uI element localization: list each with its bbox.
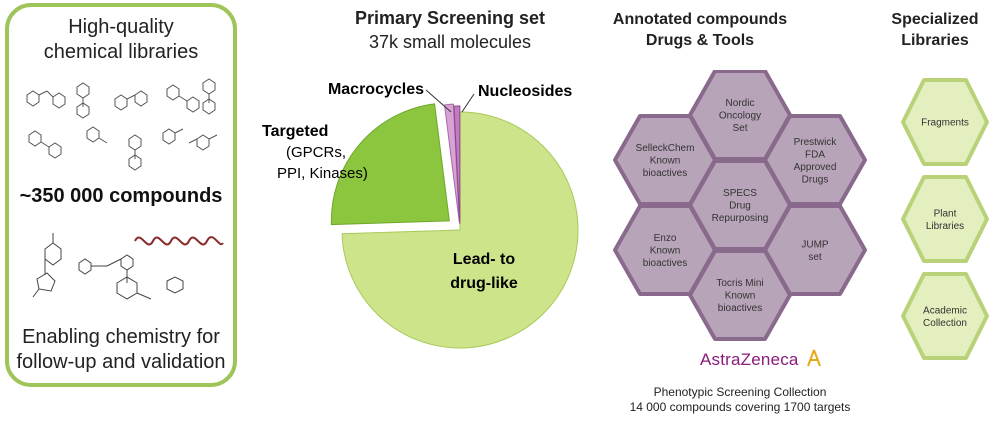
molecule-structures-top: [26, 78, 218, 171]
hexagon-specs-label-3: Repurposing: [712, 213, 769, 224]
hexagon-academic-label-1: Academic: [923, 305, 967, 316]
primary-screening-subtitle: 37k small molecules: [368, 32, 532, 52]
pie-slice-macrocycles: [443, 103, 460, 223]
molecule-6: [28, 130, 62, 159]
macrocycles-leader: [425, 89, 452, 113]
hexagon-selleck-label-2: Known: [650, 156, 681, 167]
panel-title-line1: High-quality: [68, 16, 174, 38]
molecule-3: [114, 90, 148, 111]
hexagon-fragments-label-1: Fragments: [921, 118, 969, 129]
hexagon-plant-label-1: Plant: [934, 208, 957, 219]
molecule-structures-bottom: [32, 233, 224, 300]
hexagon-plant-label-2: Libraries: [926, 221, 964, 232]
nucleoside-structure: [32, 233, 62, 298]
molecule-9: [162, 128, 184, 145]
primary-screening-title: Primary Screening set: [354, 8, 546, 28]
hexagon-plant: [901, 175, 989, 263]
compound-count: ~350 000 compounds: [19, 185, 223, 207]
hexagon-prestwick-label-1: Prestwick: [794, 137, 838, 148]
panel-title: High-quality chemical libraries: [9, 15, 233, 65]
hexagon-tocris-label-2: Known: [725, 291, 756, 302]
hexagon-prestwick-label-2: FDA: [805, 149, 825, 160]
label-targeted: Targeted: [262, 123, 328, 140]
pie-labels: Macrocycles Nucleosides Targeted (GPCRs,…: [262, 81, 572, 292]
hexagon-selleck-label-3: bioactives: [643, 168, 687, 179]
astrazeneca-symbol-icon: [806, 349, 821, 367]
hexagon-nordic-label-2: Oncology: [719, 111, 761, 122]
ligand-structure: [78, 254, 184, 300]
molecule-10: [188, 134, 218, 151]
label-targeted-detail-2: PPI, Kinases): [277, 165, 368, 182]
specialized-title-line1: Specialized: [891, 11, 979, 28]
hexagon-enzo-label-3: bioactives: [643, 258, 687, 269]
protein-helix: [134, 236, 224, 246]
molecule-2: [76, 82, 90, 119]
label-lead-1: Lead- to: [453, 251, 515, 268]
hexagon-tocris: [688, 249, 792, 341]
annotated-hexagon-cluster: NordicOncologySetSelleckChemKnownbioacti…: [613, 70, 867, 341]
label-nucleosides: Nucleosides: [478, 83, 572, 100]
molecule-7: [86, 126, 108, 144]
hexagon-specs-label-1: SPECS: [723, 188, 757, 199]
label-lead-2: drug-like: [450, 275, 518, 292]
pie-slice-nucleosides: [453, 105, 461, 225]
hexagon-specs-label-2: Drug: [729, 201, 751, 212]
label-macrocycles: Macrocycles: [328, 81, 424, 98]
pie-slice-targeted: [330, 103, 450, 226]
hexagon-nordic-label-1: Nordic: [726, 98, 755, 109]
specialized-libraries-title: Specialized Libraries: [880, 9, 990, 51]
nucleosides-leader: [461, 93, 475, 113]
annotated-title-line1: Annotated compounds: [612, 11, 788, 28]
panel-footer: Enabling chemistry for follow-up and val…: [9, 325, 233, 375]
hexagon-academic: [901, 272, 989, 360]
hexagon-academic-label-2: Collection: [923, 318, 967, 329]
panel-footer-line2: follow-up and validation: [16, 351, 226, 373]
annotated-title-line2: Drugs & Tools: [645, 32, 755, 49]
label-targeted-detail-1: (GPCRs,: [286, 144, 346, 161]
molecule-1: [26, 90, 66, 109]
hexagon-tocris-label-1: Tocris Mini: [716, 278, 763, 289]
phenotypic-collection-detail: 14 000 compounds covering 1700 targets: [629, 400, 851, 414]
hexagon-selleck-label-1: SelleckChem: [636, 143, 695, 154]
astrazeneca-logo: AstraZeneca: [700, 348, 824, 370]
phenotypic-collection-name: Phenotypic Screening Collection: [653, 385, 827, 399]
hexagon-prestwick-label-3: Approved: [794, 162, 837, 173]
hexagon-fragments: [901, 78, 989, 166]
hexagon-jump-label-1: JUMP: [801, 239, 829, 250]
hexagon-prestwick-label-4: Drugs: [802, 174, 829, 185]
annotated-compounds-title: Annotated compounds Drugs & Tools: [600, 9, 800, 51]
molecule-8: [128, 134, 142, 171]
hexagon-nordic-label-3: Set: [732, 123, 747, 134]
pie-slice-lead: [341, 111, 579, 349]
chemical-libraries-panel: High-quality chemical libraries: [5, 3, 237, 387]
hexagon-jump-label-2: set: [808, 252, 822, 263]
panel-title-line2: chemical libraries: [43, 41, 199, 63]
panel-footer-line1: Enabling chemistry for: [22, 326, 220, 348]
specialized-title-line2: Libraries: [901, 32, 969, 49]
primary-screening-pie: Macrocycles Nucleosides Targeted (GPCRs,…: [262, 81, 579, 349]
hexagon-enzo-label-2: Known: [650, 246, 681, 257]
molecule-5: [202, 78, 216, 115]
molecule-4: [166, 84, 200, 113]
astrazeneca-logo-text: AstraZeneca: [700, 350, 799, 369]
hexagon-tocris-label-3: bioactives: [718, 303, 762, 314]
hexagon-enzo-label-1: Enzo: [654, 233, 677, 244]
specialized-hexagon-stack: FragmentsPlantLibrariesAcademicCollectio…: [901, 78, 989, 360]
